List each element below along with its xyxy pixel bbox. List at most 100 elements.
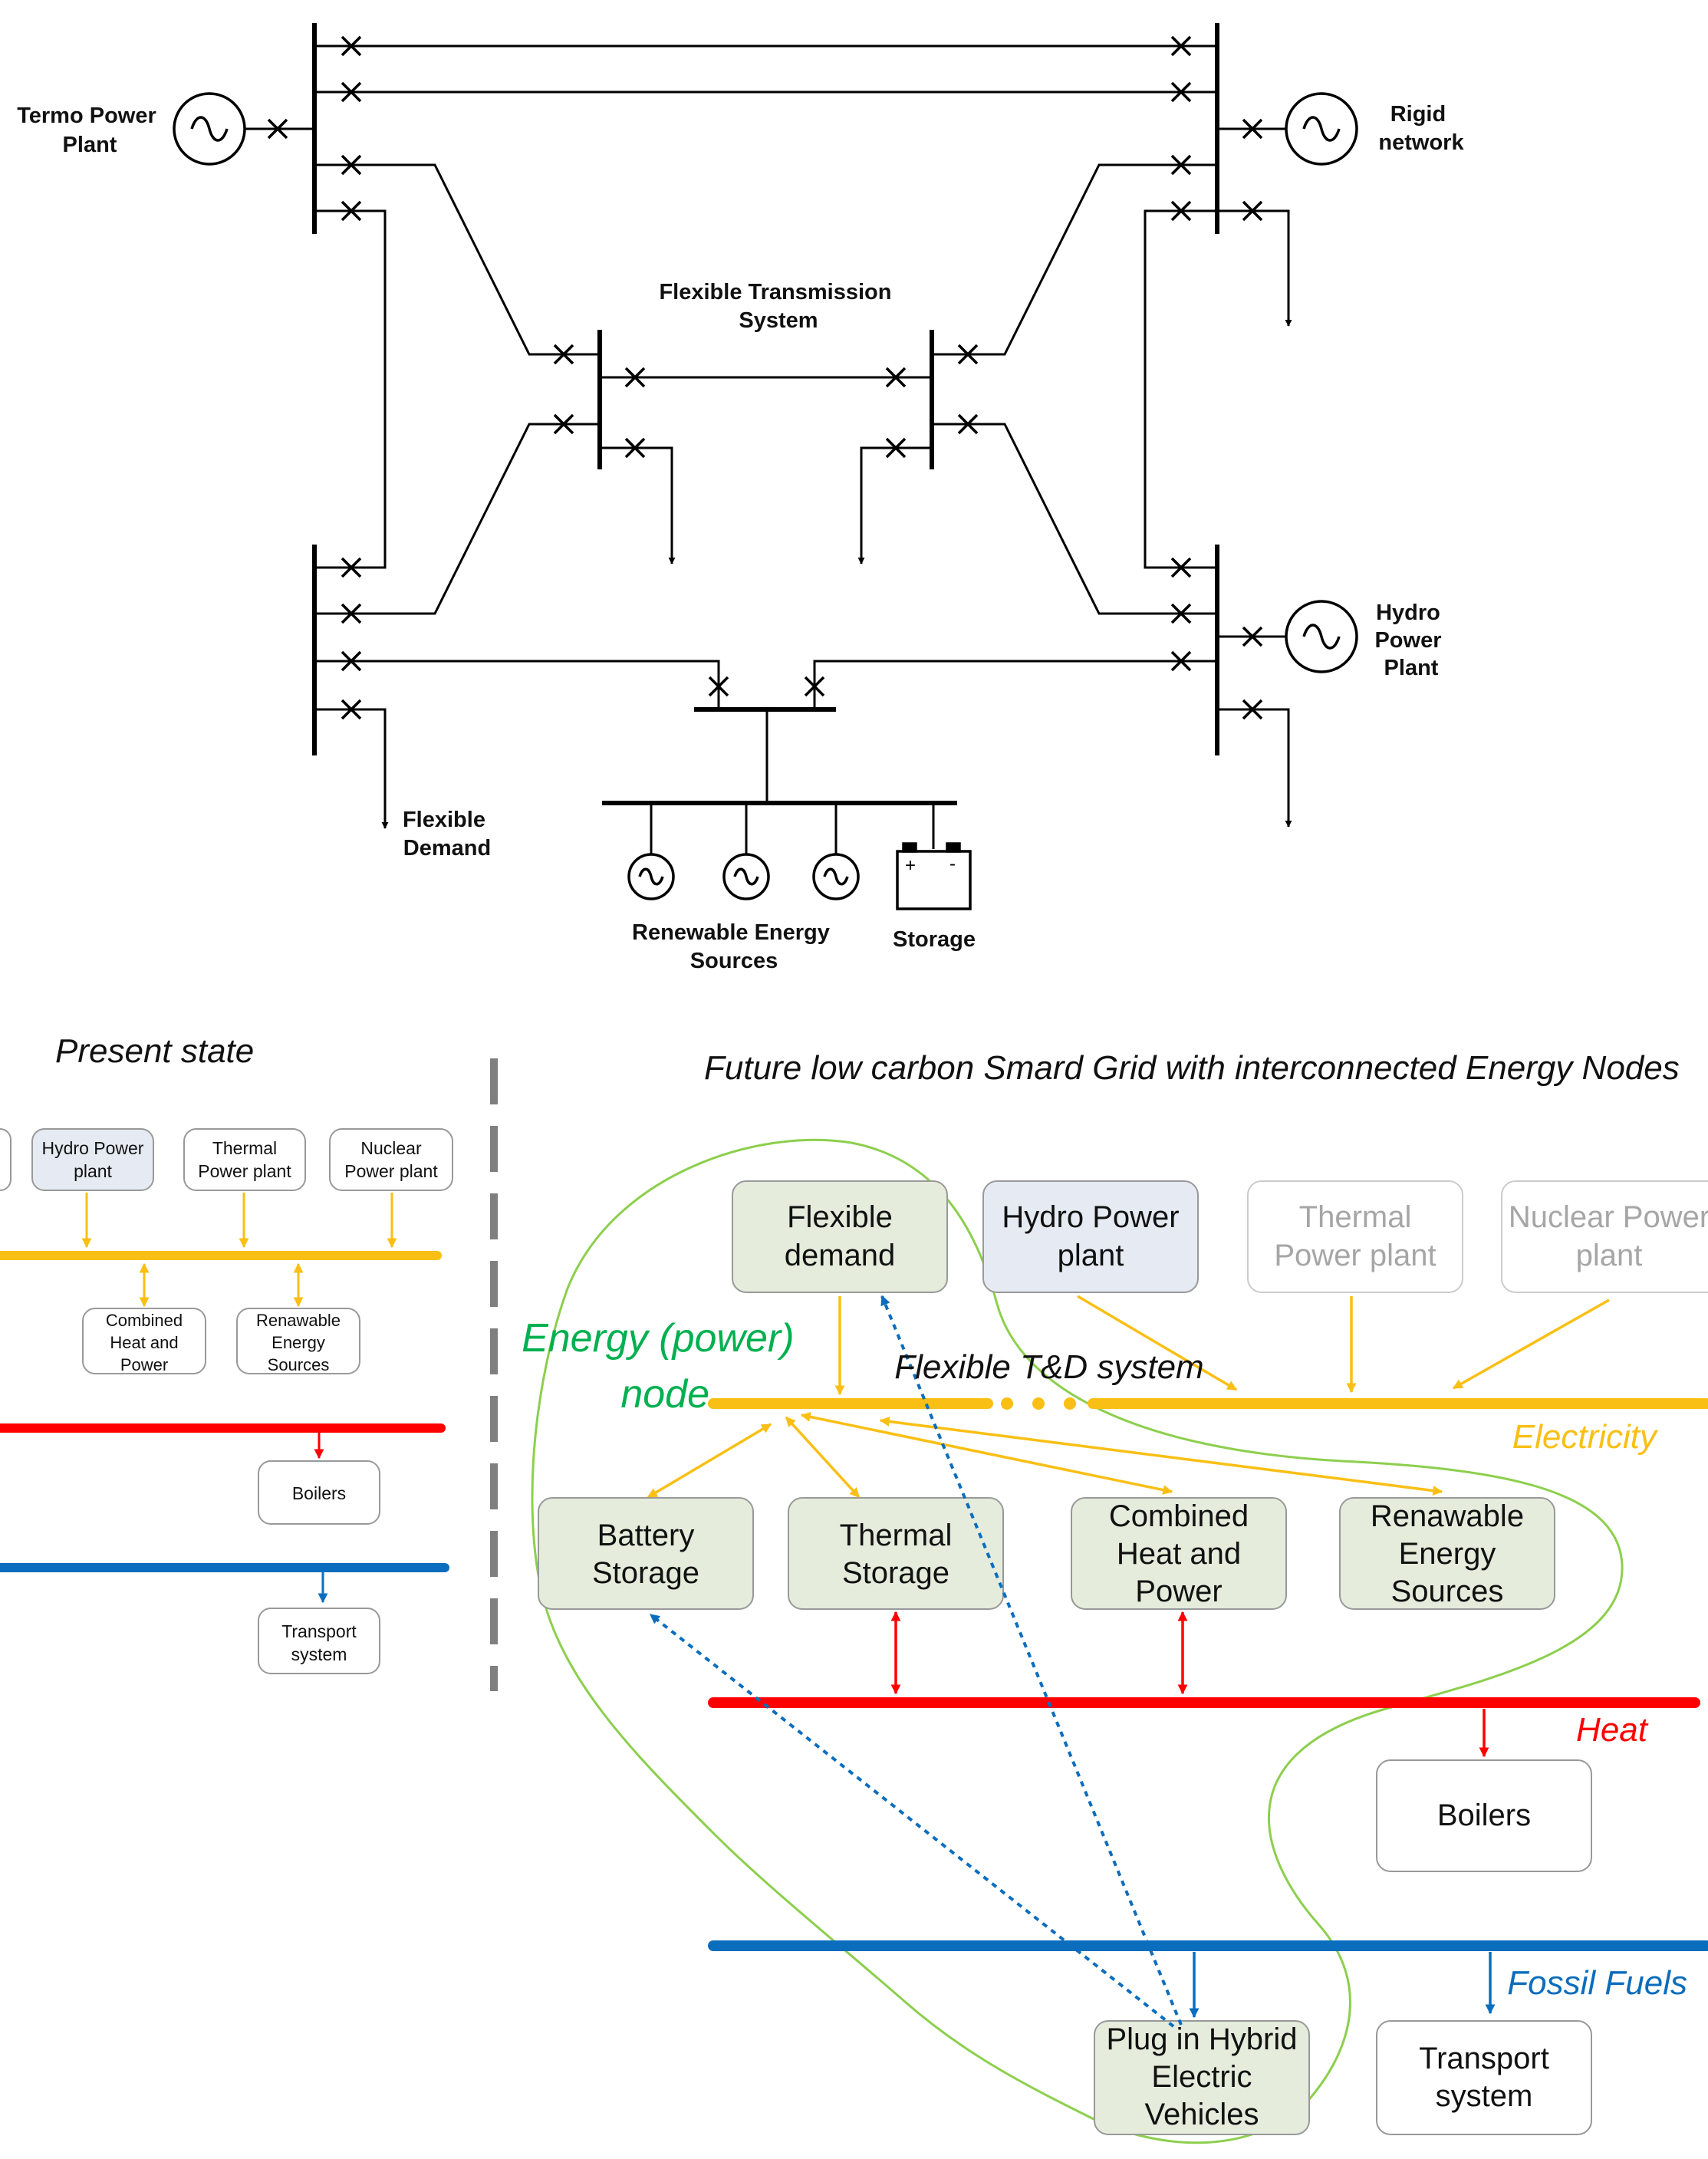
arrow-node-battery [647, 1423, 772, 1499]
breaker-icon [1170, 650, 1192, 672]
breaker-icon [341, 557, 362, 578]
arrow-nuclear-bus [1452, 1298, 1610, 1390]
line-bl-to-res [314, 660, 720, 709]
breaker-icon [341, 35, 362, 57]
line-tr-load [1217, 209, 1292, 327]
breaker-icon [885, 437, 907, 459]
future-box-boilers: Boilers [1376, 1759, 1592, 1872]
energy-node-label: Energy (power) node [522, 1316, 805, 1417]
breaker-icon [1242, 626, 1263, 647]
generator-icon-res2 [722, 853, 770, 900]
arrow-hydro-bus [1077, 1295, 1238, 1391]
label-flexible-transmission: Flexible Transmission System [659, 280, 897, 333]
line-br-to-res [813, 660, 1217, 709]
breaker-icon [624, 367, 646, 388]
present-box-partial [0, 1128, 12, 1191]
breaker-icon [341, 154, 362, 176]
generator-icon-res1 [627, 853, 675, 900]
battery-icon: + - [896, 842, 972, 910]
future-title: Future low carbon Smard Grid with interc… [704, 1049, 1680, 1087]
energy-node-outline [531, 1138, 1624, 2144]
arrow-node-thermalstorage [785, 1416, 861, 1499]
generator-icon-termo [173, 92, 246, 166]
line-bl-load [314, 708, 389, 829]
breaker-icon [885, 367, 907, 388]
breaker-icon [267, 118, 288, 140]
breaker-icon [341, 81, 362, 103]
label-termo-power-plant: Termo Power Plant [17, 104, 163, 157]
line-tl-to-midleft [314, 163, 600, 356]
arrow-node-chp [800, 1412, 1173, 1495]
circuit-breakers [267, 35, 1263, 720]
breaker-icon [624, 437, 646, 459]
bus-label-electricity: Electricity [1512, 1418, 1659, 1456]
breaker-icon [553, 344, 574, 365]
arrow-node-res [879, 1417, 1443, 1496]
single-line-diagram [245, 23, 1292, 854]
breaker-icon [341, 200, 362, 222]
future-bus-dot-3 [1064, 1397, 1076, 1410]
bus-label-fossil: Fossil Fuels [1507, 1964, 1687, 2002]
svg-text:Boilers: Boilers [292, 1483, 346, 1503]
label-hydro-power-plant: Hydro Power Plant [1374, 601, 1447, 680]
breaker-icon [341, 603, 362, 624]
breaker-icon [804, 676, 825, 697]
breaker-icon [1170, 81, 1192, 103]
present-title: Present state [55, 1032, 254, 1070]
breaker-icon [553, 413, 574, 435]
line-tr-to-midright [932, 163, 1217, 356]
future-bus-dot-1 [1001, 1397, 1013, 1410]
td-system-label: Flexible T&D system [894, 1348, 1203, 1386]
line-midright-to-br [932, 423, 1217, 615]
breaker-icon [1170, 35, 1192, 57]
generators [173, 92, 1358, 900]
svg-text:Boilers: Boilers [1437, 1799, 1531, 1832]
generator-icon-rigid [1285, 92, 1358, 166]
bus-label-heat: Heat [1576, 1711, 1649, 1749]
breaker-icon [708, 676, 729, 697]
breaker-icon [341, 650, 362, 672]
svg-text:-: - [949, 854, 956, 874]
label-storage: Storage [893, 927, 976, 952]
breaker-icon [341, 699, 362, 720]
line-br-load [1217, 708, 1292, 828]
breaker-icon [957, 413, 979, 435]
line-tl-to-bl [314, 209, 387, 569]
generator-icon-hydro [1285, 600, 1358, 673]
dotted-phev-flexdemand [880, 1295, 1183, 2026]
breaker-icon [1242, 200, 1263, 222]
line-midleft-load [600, 446, 676, 564]
future-bus-dot-2 [1032, 1397, 1045, 1410]
generator-icon-res3 [812, 853, 860, 900]
present-box-boilers: Boilers [258, 1460, 380, 1525]
